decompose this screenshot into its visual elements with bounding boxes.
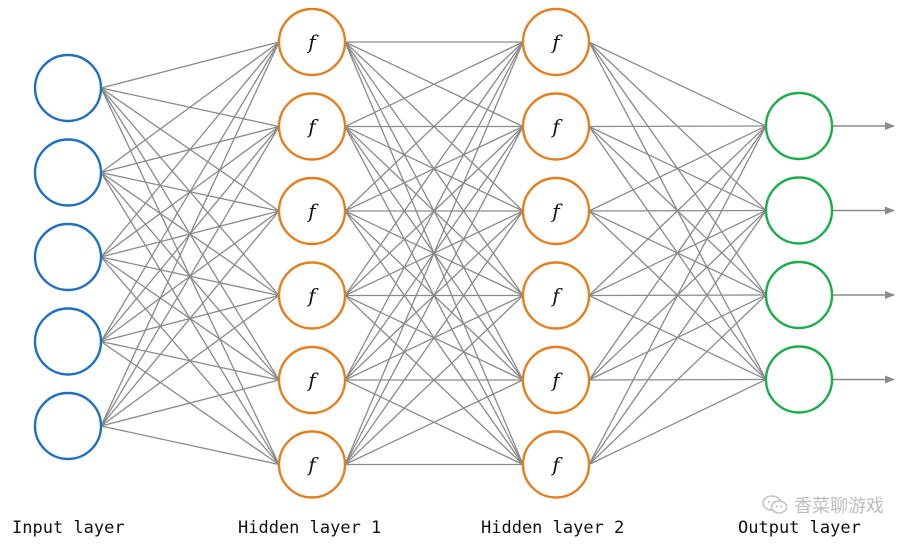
output-layer-label: Output layer bbox=[738, 518, 861, 538]
connection-edge bbox=[588, 378, 767, 466]
connection-edge bbox=[588, 125, 767, 296]
input-neuron bbox=[33, 222, 103, 292]
hidden-layer-2-label: Hidden layer 2 bbox=[481, 518, 625, 538]
input-neuron bbox=[33, 391, 103, 461]
input-neuron bbox=[33, 53, 103, 123]
hidden-neuron bbox=[277, 430, 347, 499]
connection-edge bbox=[100, 41, 280, 427]
hidden-layer-1-label: Hidden layer 1 bbox=[238, 518, 382, 538]
connection-edge bbox=[344, 41, 524, 296]
connection-edge bbox=[344, 41, 524, 212]
connections bbox=[100, 41, 767, 466]
hidden-neuron bbox=[521, 430, 591, 499]
connection-edge bbox=[588, 125, 767, 381]
connection-edge bbox=[588, 294, 767, 465]
input-layer-label: Input layer bbox=[12, 518, 125, 538]
output-neuron bbox=[764, 176, 834, 245]
connection-edge bbox=[100, 210, 280, 427]
hidden-neuron bbox=[521, 7, 591, 77]
connection-edge bbox=[100, 126, 280, 427]
connection-edge bbox=[344, 126, 524, 465]
connection-edge bbox=[588, 125, 767, 465]
connection-edge bbox=[344, 41, 524, 465]
hidden-neuron bbox=[277, 176, 347, 246]
wechat-icon bbox=[762, 495, 788, 514]
hidden-neuron bbox=[277, 7, 347, 77]
hidden-neuron bbox=[521, 92, 591, 161]
connection-edge bbox=[100, 425, 280, 466]
output-neuron bbox=[764, 260, 834, 330]
connection-edge bbox=[588, 125, 767, 212]
watermark: 香菜聊游戏 bbox=[762, 492, 884, 518]
connection-edge bbox=[100, 41, 280, 89]
connection-edge bbox=[344, 379, 524, 466]
hidden-neuron bbox=[277, 261, 347, 330]
hidden-neuron bbox=[521, 345, 591, 415]
hidden-neuron bbox=[521, 176, 591, 246]
connection-edge bbox=[344, 41, 524, 381]
hidden-neuron bbox=[277, 92, 347, 161]
connection-edge bbox=[588, 41, 767, 127]
connection-edge bbox=[100, 379, 280, 427]
connection-edge bbox=[588, 210, 767, 465]
hidden-neuron bbox=[521, 261, 591, 330]
input-neuron bbox=[33, 307, 103, 376]
connection-edge bbox=[344, 210, 524, 465]
connection-edge bbox=[100, 294, 280, 427]
hidden-neuron bbox=[277, 345, 347, 415]
connection-edge bbox=[100, 41, 280, 174]
watermark-text: 香菜聊游戏 bbox=[794, 496, 884, 517]
output-neuron bbox=[764, 91, 834, 161]
input-neuron bbox=[33, 138, 103, 207]
connection-edge bbox=[100, 41, 280, 258]
connection-edge bbox=[100, 41, 280, 342]
connection-edge bbox=[588, 125, 767, 128]
connection-edge bbox=[344, 41, 524, 128]
connection-edge bbox=[344, 295, 524, 465]
output-arrows bbox=[832, 122, 895, 384]
output-neuron bbox=[764, 345, 834, 414]
